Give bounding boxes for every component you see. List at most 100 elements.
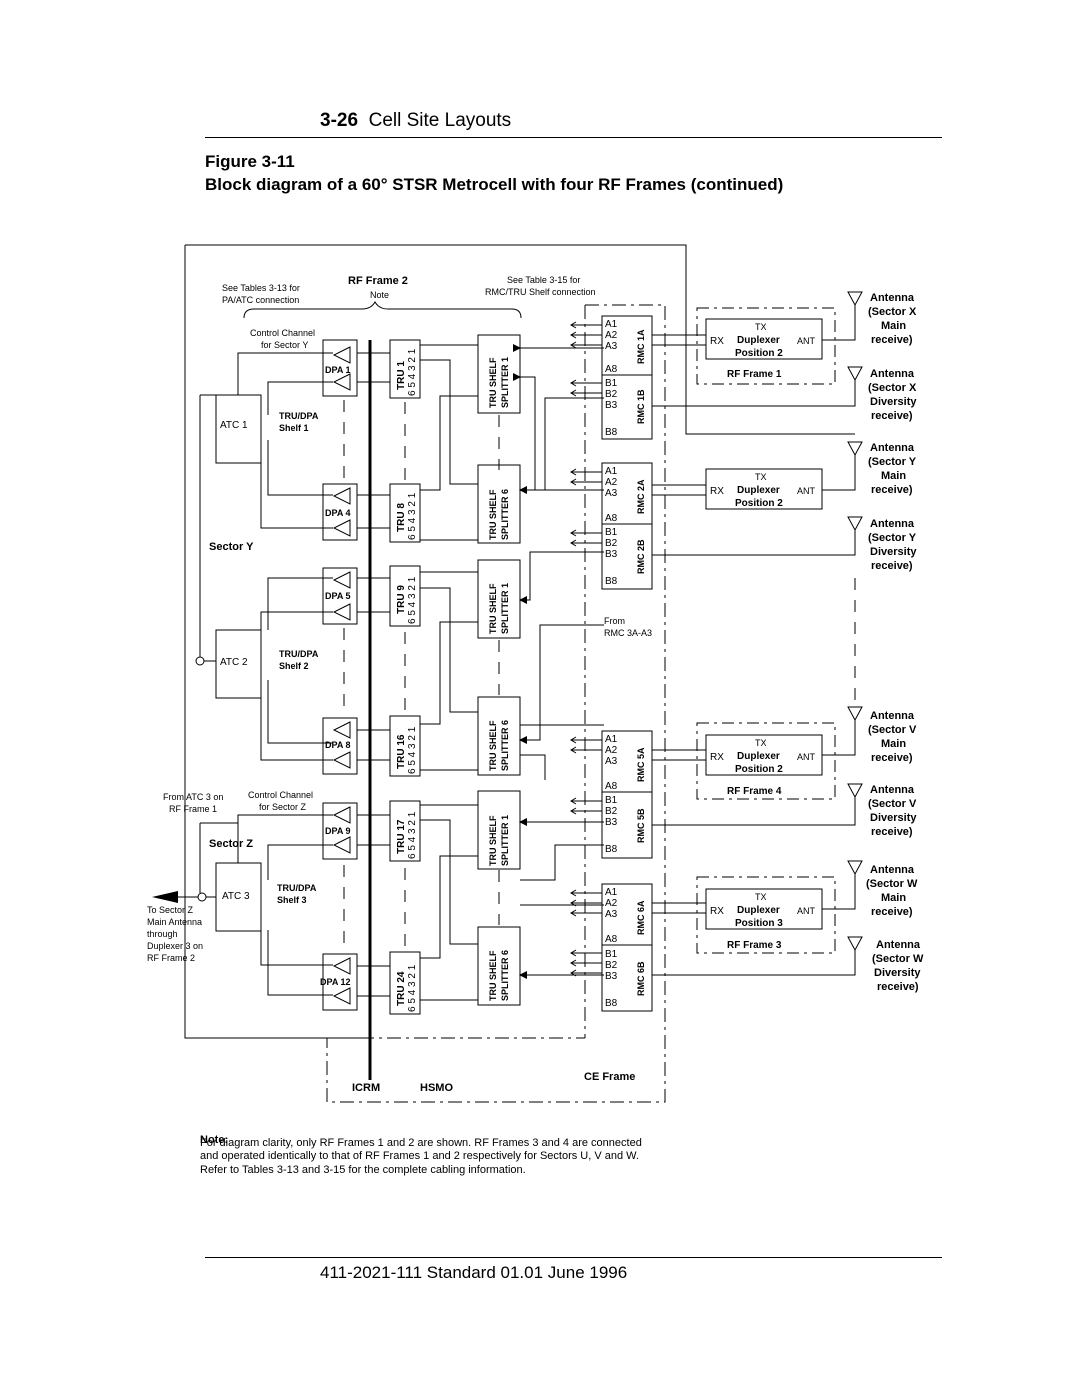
splitter-label-4: SPLITTER 6	[500, 720, 510, 771]
ant-x-div-4: receive)	[871, 410, 913, 422]
ant-y-main-1: Antenna	[870, 442, 915, 454]
dpa9-label: DPA 9	[325, 826, 351, 836]
splitter-label-5: SPLITTER 1	[500, 815, 510, 866]
tru16-box	[389, 715, 421, 777]
ant-w-div-4: receive)	[877, 981, 919, 993]
antenna-x-main-icon	[847, 291, 863, 307]
dup3-rx: RX	[710, 906, 724, 917]
note-line-3: Refer to Tables 3-13 and 3-15 for the co…	[200, 1164, 526, 1176]
rmc6-box	[601, 883, 653, 1012]
duplexer-2-box	[705, 468, 823, 510]
tru-shelf-label-5: TRU SHELF	[488, 815, 498, 866]
tru1-ports: 6 5 4 3 2 1	[407, 348, 418, 396]
ant-v-main-3: Main	[881, 738, 906, 750]
rmc6-a8: A8	[605, 934, 618, 945]
rmc1b-label: RMC 1B	[636, 389, 646, 424]
dpa9-box	[322, 802, 358, 860]
dpa-tru-links	[357, 352, 390, 997]
dup1-ant: ANT	[797, 336, 816, 346]
antenna-w-main-icon	[847, 860, 863, 876]
rmc6-a1: A1	[605, 887, 618, 898]
dup3-label: Duplexer	[737, 905, 780, 916]
tru9-ports: 6 5 4 3 2 1	[407, 576, 418, 624]
ant-w-main-1: Antenna	[870, 864, 915, 876]
ant-v-div-4: receive)	[871, 826, 913, 838]
rmc-antenna-links	[652, 305, 856, 976]
rmc6-a2: A2	[605, 898, 618, 909]
rmc5a-label: RMC 5A	[636, 747, 646, 782]
antenna-v-main-icon	[847, 706, 863, 722]
dup1-position: Position 2	[735, 348, 783, 359]
rmc2-a8: A8	[605, 513, 618, 524]
splitter-rmc-links	[513, 344, 604, 979]
rmc5-b1: B1	[605, 795, 618, 806]
tru8-label: TRU 8	[396, 503, 407, 532]
tru-shelf-label-6: TRU SHELF	[488, 950, 498, 1001]
dpa12-label: DPA 12	[320, 977, 351, 987]
dup2-position: Position 2	[735, 498, 783, 509]
from-rmc3-1: From	[604, 616, 625, 626]
shelf3-title: TRU/DPA	[277, 883, 317, 893]
section-title: Cell Site Layouts	[368, 110, 512, 131]
atc2-junction	[195, 656, 205, 666]
ant-w-div-2: (Sector W	[872, 953, 924, 965]
atc2-label: ATC 2	[220, 657, 248, 668]
dup2-ant: ANT	[797, 486, 816, 496]
ant-v-main-4: receive)	[871, 752, 913, 764]
tru8-ports: 6 5 4 3 2 1	[407, 492, 418, 540]
splitter-box-3	[477, 559, 521, 639]
tru-labels: TRU 1 6 5 4 3 2 1 TRU 8 6 5 4 3 2 1 TRU …	[396, 348, 418, 1012]
ant-x-div-3: Diversity	[870, 396, 917, 408]
atc-wiring	[199, 352, 333, 996]
from-rmc3-2: RMC 3A-A3	[604, 628, 652, 638]
dup3-tx: TX	[755, 892, 767, 902]
antenna-labels: Antenna (Sector X Main receive) Antenna …	[866, 292, 924, 993]
rf-frame2-label: RF Frame 2	[348, 275, 408, 287]
rmc2-b1: B1	[605, 527, 618, 538]
atc2-box	[215, 629, 262, 699]
ant-x-main-3: Main	[881, 320, 906, 332]
footer-rule	[205, 1257, 942, 1258]
rmc2-b2: B2	[605, 538, 618, 549]
rf-frame2-brace	[243, 300, 522, 319]
tru-group	[389, 339, 421, 1015]
control-channel-y-1: Control Channel	[250, 328, 315, 338]
dpa1-box	[322, 339, 358, 397]
splitter-labels: TRU SHELF SPLITTER 1 TRU SHELF SPLITTER …	[488, 357, 510, 1001]
dpa8-box	[322, 717, 358, 775]
splitter-box-6	[477, 926, 521, 1006]
tru1-box	[389, 339, 421, 399]
dpa-group	[322, 339, 358, 1011]
rmc1-b3: B3	[605, 400, 618, 411]
rmc5-a2: A2	[605, 745, 618, 756]
sector-z-label: Sector Z	[209, 838, 253, 850]
tru8-box	[389, 483, 421, 543]
rmc5-a8: A8	[605, 781, 618, 792]
dashed-shelf-lines	[343, 400, 500, 950]
ce-frame-label: CE Frame	[584, 1071, 635, 1083]
ant-v-main-2: (Sector V	[868, 724, 917, 736]
icrm-label: ICRM	[352, 1082, 380, 1094]
dpa5-label: DPA 5	[325, 591, 351, 601]
rmc5-b8: B8	[605, 844, 618, 855]
shelf2-title: TRU/DPA	[279, 649, 319, 659]
ant-x-div-1: Antenna	[870, 368, 915, 380]
ant-y-main-2: (Sector Y	[868, 456, 917, 468]
ant-x-main-2: (Sector X	[868, 306, 917, 318]
rf-frame-boundary	[184, 244, 855, 1039]
tru17-ports: 6 5 4 3 2 1	[407, 811, 418, 859]
see-tables-note-2: PA/ATC connection	[222, 295, 299, 305]
ant-v-div-2: (Sector V	[868, 798, 917, 810]
splitter-box-2	[477, 464, 521, 544]
shelf1-label: Shelf 1	[279, 423, 309, 433]
rmc2-a1: A1	[605, 466, 618, 477]
dpa12-box	[322, 953, 358, 1011]
splitter-box-1	[477, 334, 521, 414]
ant-x-main-4: receive)	[871, 334, 913, 346]
figure-label: Figure 3-11	[205, 152, 295, 171]
rmc6-a3: A3	[605, 909, 618, 920]
to-sector-z-3: through	[147, 929, 178, 939]
tru1-label: TRU 1	[396, 361, 407, 390]
ce-frame-outline	[326, 304, 666, 1103]
